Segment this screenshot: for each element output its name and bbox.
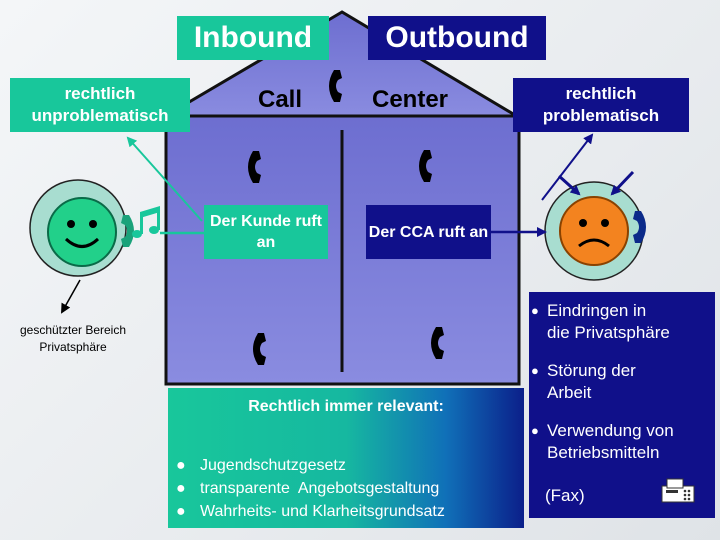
connector-line xyxy=(61,279,81,314)
problem-item-line1: Verwendung von xyxy=(547,421,674,440)
relevant-list-item: ●Jugendschutzgesetz xyxy=(176,457,346,474)
legal-problematic-box: rechtlich problematisch xyxy=(513,78,689,132)
agent-calls-text: Der CCA ruft an xyxy=(368,223,489,241)
problem-item-line2: die Privatsphäre xyxy=(547,323,670,342)
customer-calls-text: Der Kunde ruft an xyxy=(210,213,322,251)
outbound-label: Outbound xyxy=(368,16,546,60)
agent-calls-box: Der CCA ruft an xyxy=(366,205,491,259)
connector-line xyxy=(557,174,581,196)
smiley-sad-icon xyxy=(544,181,644,281)
center-label: Center xyxy=(372,86,449,113)
always-relevant-title: Rechtlich immer relevant: xyxy=(248,398,444,415)
legal-problematic-text: rechtlich problematisch xyxy=(542,84,660,125)
legal-unproblematic-box: rechtlich unproblematisch xyxy=(10,78,190,132)
relevant-item-text: transparente Angebotsgestaltung xyxy=(200,480,440,497)
smiley-happy-icon xyxy=(29,179,127,277)
relevant-item-text: Wahrheits- und Klarheitsgrundsatz xyxy=(200,503,445,520)
problem-item-line2: Arbeit xyxy=(547,383,592,402)
problem-list-item: ● Verwendung von Betriebsmitteln xyxy=(531,421,674,462)
call-label: Call xyxy=(258,86,303,113)
inbound-label: Inbound xyxy=(177,16,329,60)
protected-area-label: geschützter Bereich Privatsphäre xyxy=(19,323,127,354)
customer-calls-box: Der Kunde ruft an xyxy=(204,205,328,259)
telephone-icon xyxy=(248,151,261,183)
problem-item-line2: Betriebsmitteln xyxy=(547,443,660,462)
telephone-icon xyxy=(121,215,134,247)
connector-line xyxy=(610,170,635,196)
problems-panel: ● Eindringen in die Privatsphäre ● Störu… xyxy=(529,292,715,518)
always-relevant-panel: Rechtlich immer relevant: ●Jugendschutzg… xyxy=(168,388,524,528)
telephone-icon xyxy=(431,327,444,359)
legal-unproblematic-text: rechtlich unproblematisch xyxy=(31,84,169,125)
problem-list-item: ● Eindringen in die Privatsphäre xyxy=(531,301,670,342)
problem-item-line1: Störung der xyxy=(547,361,636,380)
problem-item-line1: Eindringen in xyxy=(547,301,647,320)
telephone-icon xyxy=(329,70,342,102)
telephone-icon xyxy=(633,211,646,243)
fax-icon xyxy=(661,478,695,503)
relevant-list-item: ●Wahrheits- und Klarheitsgrundsatz xyxy=(176,503,445,520)
connector-line xyxy=(541,133,594,201)
connector-line xyxy=(126,136,203,222)
fax-label: (Fax) xyxy=(545,486,585,505)
problem-list-item: ● Störung der Arbeit xyxy=(531,361,636,402)
telephone-icon xyxy=(419,150,432,182)
relevant-item-text: Jugendschutzgesetz xyxy=(200,457,346,474)
telephone-icon xyxy=(253,333,266,365)
music-note-icon xyxy=(132,206,160,238)
relevant-list-item: ●transparente Angebotsgestaltung xyxy=(176,480,440,497)
